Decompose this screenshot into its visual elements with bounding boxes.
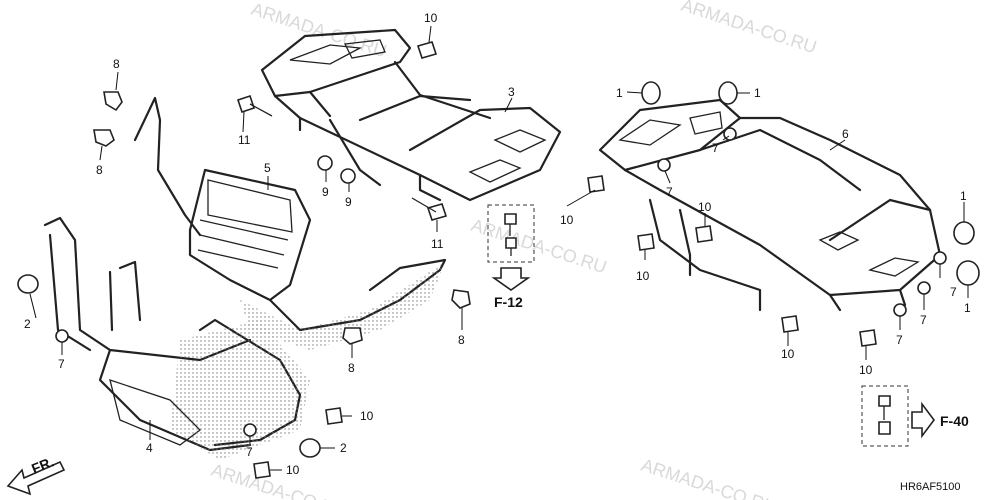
leader-lines (29, 25, 969, 471)
callout-2[interactable]: 2 (340, 441, 347, 455)
callout-7[interactable]: 7 (950, 285, 957, 299)
callout-2[interactable]: 2 (24, 317, 31, 331)
flange-bolt (253, 461, 271, 479)
rubber-knob (956, 260, 980, 286)
front-grille-cover (133, 96, 447, 350)
push-clip (103, 91, 123, 112)
front-arrow-icon (6, 460, 66, 496)
watermark-text: ARMADA-CO.RU (679, 0, 819, 57)
rubber-knob (718, 81, 738, 105)
front-carrier-rack (260, 28, 562, 202)
reference-f12[interactable]: F-12 (494, 294, 523, 310)
clip-group (93, 91, 471, 345)
callout-11[interactable]: 11 (238, 133, 251, 147)
rubber-bumper (299, 438, 321, 458)
watermark-text: ARMADA-CO.RU (209, 460, 349, 500)
watermark-text: ARMADA-CO.RU (469, 215, 609, 278)
callout-10[interactable]: 10 (636, 269, 650, 283)
callout-8[interactable]: 8 (96, 163, 103, 177)
flange-nut (317, 155, 333, 171)
flange-bolt (859, 329, 877, 347)
callout-4[interactable]: 4 (146, 441, 153, 455)
flange-bolt (637, 233, 655, 251)
callout-3[interactable]: 3 (508, 85, 515, 99)
front-label: FR. (29, 453, 56, 476)
flange-nut (893, 303, 907, 317)
callout-7[interactable]: 7 (896, 333, 903, 347)
callout-10[interactable]: 10 (360, 409, 374, 423)
rubber-knob-group (641, 81, 980, 286)
callout-7[interactable]: 7 (920, 313, 927, 327)
rubber-knob (953, 221, 975, 245)
flange-bolt (781, 315, 799, 333)
arrow-right-icon (911, 401, 935, 439)
callout-labels: 1 1 1 1 2 2 3 4 5 6 7 7 7 7 7 7 7 8 8 8 … (24, 11, 971, 477)
rubber-knob (641, 81, 661, 105)
callout-8[interactable]: 8 (458, 333, 465, 347)
callout-6[interactable]: 6 (842, 127, 849, 141)
callout-1[interactable]: 1 (960, 189, 967, 203)
callout-5[interactable]: 5 (264, 161, 271, 175)
front-direction-indicator: FR. (6, 453, 66, 496)
push-clip (451, 289, 471, 309)
watermark-text: ARMADA-CO.RU (639, 455, 779, 500)
callout-7[interactable]: 7 (58, 357, 65, 371)
callout-1[interactable]: 1 (616, 86, 623, 100)
callout-10[interactable]: 10 (560, 213, 574, 227)
bolt-group (236, 41, 877, 479)
flange-nut (243, 423, 257, 437)
front-bumper-guard (43, 216, 310, 460)
detail-box-f12: F-12 (487, 204, 535, 310)
flange-bolt (587, 175, 605, 193)
callout-7[interactable]: 7 (712, 141, 719, 155)
callout-7[interactable]: 7 (246, 445, 253, 459)
flange-bolt (325, 407, 343, 425)
watermark-text: ARMADA-CO.RU (249, 0, 389, 61)
callout-7[interactable]: 7 (666, 185, 673, 199)
callout-10[interactable]: 10 (286, 463, 300, 477)
callout-10[interactable]: 10 (781, 347, 795, 361)
rubber-bumper (17, 274, 39, 294)
flange-nut (657, 158, 671, 172)
flange-nut (917, 281, 931, 295)
reference-f40[interactable]: F-40 (940, 413, 969, 429)
flange-nut (55, 329, 69, 343)
callout-10[interactable]: 10 (859, 363, 873, 377)
callout-10[interactable]: 10 (424, 11, 438, 25)
diagram-code: HR6AF5100 (900, 481, 961, 493)
callout-8[interactable]: 8 (348, 361, 355, 375)
callout-9[interactable]: 9 (322, 185, 329, 199)
detail-box-f40: F-40 (861, 385, 969, 447)
flange-nut (340, 168, 356, 184)
rear-carrier-rack (598, 98, 942, 312)
flange-nut (933, 251, 947, 265)
push-clip (93, 129, 115, 147)
callout-11[interactable]: 11 (431, 237, 444, 251)
flange-bolt (695, 225, 713, 243)
callout-10[interactable]: 10 (698, 200, 712, 214)
callout-1[interactable]: 1 (754, 86, 761, 100)
callout-8[interactable]: 8 (113, 57, 120, 71)
flange-bolt (426, 203, 448, 221)
callout-1[interactable]: 1 (964, 301, 971, 315)
arrow-down-icon (491, 267, 531, 291)
callout-9[interactable]: 9 (345, 195, 352, 209)
push-clip (342, 327, 363, 345)
flange-bolt (416, 41, 438, 59)
flange-bolt (236, 94, 256, 114)
